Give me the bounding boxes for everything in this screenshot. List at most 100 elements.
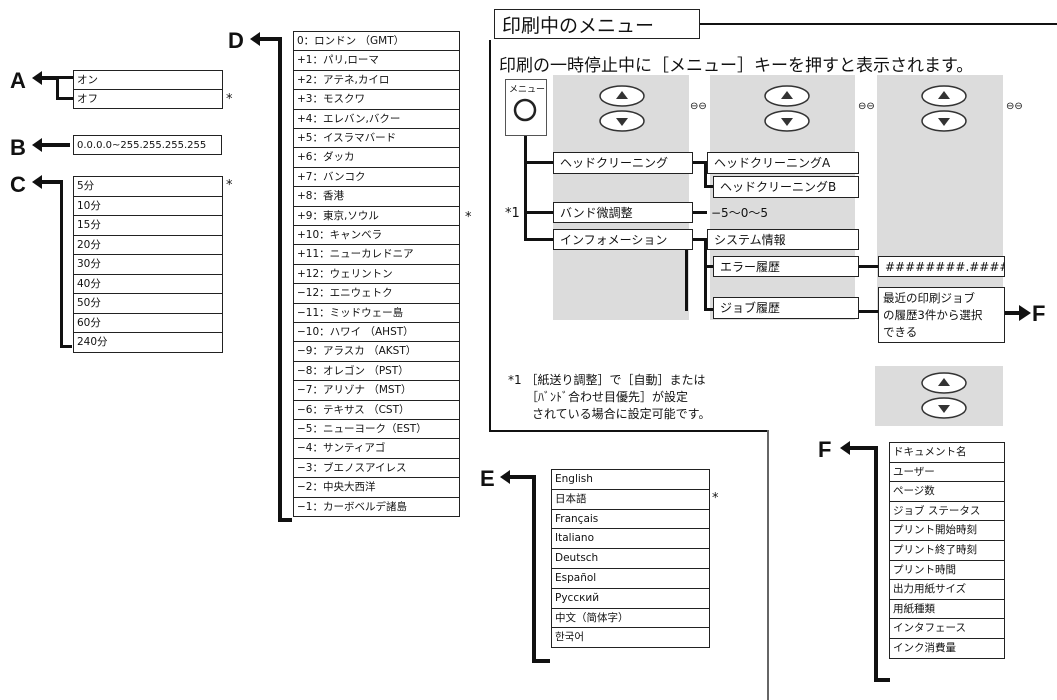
- default-mark-d: *: [465, 210, 472, 225]
- list-f-item[interactable]: インク消費量: [889, 638, 1005, 659]
- error-history-item[interactable]: エラー履歴: [713, 256, 859, 277]
- error-code-box: ########.####: [878, 256, 1005, 277]
- head-cleaning-a-item[interactable]: ヘッドクリーニングA: [707, 152, 859, 174]
- error-code-link: [858, 265, 878, 268]
- arrow-d: [250, 32, 292, 522]
- band-adjust-item[interactable]: バンド微調整: [553, 202, 693, 223]
- band-range: −5〜0〜5: [711, 206, 768, 220]
- up-down-key-f[interactable]: [919, 371, 969, 423]
- list-d-item[interactable]: −11：ミッドウェー島: [293, 302, 460, 323]
- list-e-item[interactable]: Español: [551, 568, 710, 589]
- list-d-item[interactable]: +7：バンコク: [293, 166, 460, 188]
- list-f-item[interactable]: プリント時間: [889, 559, 1005, 581]
- list-f-item[interactable]: ドキュメント名: [889, 442, 1005, 463]
- list-d-item[interactable]: 0：ロンドン （GMT）: [293, 31, 460, 52]
- list-c-item[interactable]: 240分: [73, 332, 223, 353]
- list-d-item[interactable]: +8：香港: [293, 186, 460, 207]
- arrow-to-f: [1005, 305, 1031, 321]
- list-a-item[interactable]: オフ: [73, 89, 223, 109]
- frame-left: [489, 40, 491, 430]
- list-c-item[interactable]: 10分: [73, 195, 223, 216]
- label-e: E: [480, 466, 495, 491]
- list-b-item[interactable]: 0.0.0.0~255.255.255.255: [73, 135, 222, 155]
- list-c-item[interactable]: 60分: [73, 312, 223, 333]
- list-d-item[interactable]: −8：オレゴン （PST）: [293, 360, 460, 382]
- list-d-item[interactable]: −12：エニウェトク: [293, 283, 460, 304]
- print-menu-subtitle: 印刷の一時停止中に［メニュー］キーを押すと表示されます。: [499, 56, 974, 76]
- list-d-item[interactable]: +1：パリ,ローマ: [293, 50, 460, 71]
- list-c-item[interactable]: 40分: [73, 273, 223, 294]
- job-history-item[interactable]: ジョブ履歴: [713, 297, 859, 319]
- list-c-item[interactable]: 20分: [73, 234, 223, 255]
- error-link: [704, 265, 714, 268]
- list-d-item[interactable]: −5：ニューヨーク（EST）: [293, 419, 460, 440]
- up-down-key-2[interactable]: [762, 83, 812, 135]
- list-f-item[interactable]: プリント開始時刻: [889, 520, 1005, 541]
- frame-right-step: [767, 430, 769, 700]
- band-link: [693, 211, 707, 214]
- label-c: C: [10, 172, 26, 197]
- enter-key-icon-1: ⊖⊖: [690, 101, 707, 112]
- list-e-item[interactable]: 한국어: [551, 627, 710, 649]
- list-d-item[interactable]: −7：アリゾナ （MST）: [293, 380, 460, 401]
- list-d-item[interactable]: +6：ダッカ: [293, 147, 460, 168]
- up-down-key-1[interactable]: [597, 83, 647, 135]
- list-d-item[interactable]: −10：ハワイ （AHST）: [293, 322, 460, 343]
- list-f-item[interactable]: 用紙種類: [889, 598, 1005, 620]
- information-item[interactable]: インフォメーション: [553, 229, 693, 250]
- list-d-item[interactable]: −6：テキサス （CST）: [293, 399, 460, 420]
- job-note-box: [878, 287, 1005, 343]
- list-c-item[interactable]: 15分: [73, 215, 223, 236]
- footnote-line-1: *1 ［紙送り調整］で［自動］または: [508, 373, 706, 387]
- list-e-item[interactable]: Deutsch: [551, 548, 710, 569]
- list-d-item[interactable]: +2：アテネ,カイロ: [293, 69, 460, 91]
- tree-branch-info: [524, 238, 554, 241]
- head-cleaning-item[interactable]: ヘッドクリーニング: [553, 152, 693, 174]
- list-e-item[interactable]: English: [551, 469, 710, 490]
- tree-branch-head: [524, 161, 554, 164]
- job-note-line-3: できる: [883, 325, 918, 339]
- list-e-item[interactable]: 日本語: [551, 488, 710, 510]
- list-d-item[interactable]: +10：キャンベラ: [293, 225, 460, 246]
- head-cleaning-b-item[interactable]: ヘッドクリーニングB: [713, 176, 859, 198]
- list-c-item[interactable]: 30分: [73, 254, 223, 275]
- list-d-item[interactable]: +9：東京,ソウル: [293, 205, 460, 226]
- list-f-item[interactable]: 出力用紙サイズ: [889, 579, 1005, 600]
- footnote-mark: *1: [505, 206, 520, 221]
- list-c-item[interactable]: 5分: [73, 176, 223, 197]
- list-e-item[interactable]: Français: [551, 508, 710, 530]
- list-c-item[interactable]: 50分: [73, 293, 223, 314]
- info-sub-vertical: [685, 238, 688, 311]
- list-e-item[interactable]: Русский: [551, 587, 710, 609]
- list-d-item[interactable]: +4：エレバン,バクー: [293, 108, 460, 129]
- list-d-item[interactable]: −4：サンティアゴ: [293, 438, 460, 459]
- tree-branch-band: [524, 211, 554, 214]
- list-d-item[interactable]: −3：ブエノスアイレス: [293, 457, 460, 479]
- list-f-item[interactable]: ユーザー: [889, 461, 1005, 483]
- list-d-item[interactable]: −2：中央大西洋: [293, 477, 460, 498]
- list-a-item[interactable]: オン: [73, 70, 223, 90]
- list-f-item[interactable]: インタフェース: [889, 618, 1005, 639]
- enter-key-icon-3: ⊖⊖: [1006, 101, 1023, 112]
- system-info-item[interactable]: システム情報: [707, 229, 859, 250]
- list-d-item[interactable]: +3：モスクワ: [293, 89, 460, 110]
- list-d-item[interactable]: +5：イスラマバード: [293, 128, 460, 149]
- list-d-item[interactable]: +12：ウェリントン: [293, 263, 460, 285]
- list-f-item[interactable]: ページ数: [889, 481, 1005, 502]
- list-f-item[interactable]: ジョブ ステータス: [889, 500, 1005, 522]
- list-f-item[interactable]: プリント終了時刻: [889, 540, 1005, 561]
- list-d-item[interactable]: +11：ニューカレドニア: [293, 244, 460, 265]
- default-mark-e: *: [712, 491, 719, 506]
- frame-bottom: [489, 430, 767, 432]
- list-e-item[interactable]: 中文（简体字）: [551, 607, 710, 629]
- arrow-c: [32, 175, 72, 348]
- up-down-key-3[interactable]: [919, 83, 969, 135]
- list-d-item[interactable]: −9：アラスカ （AKST）: [293, 341, 460, 362]
- job-note-line-2: の履歴3件から選択: [883, 308, 983, 322]
- footnote-line-2: ［ﾊﾞﾝﾄﾞ合わせ目優先］が設定: [508, 390, 689, 404]
- list-e-item[interactable]: Italiano: [551, 528, 710, 550]
- tree-trunk-main: [524, 136, 527, 240]
- list-d-item[interactable]: −1：カーボベルデ諸島: [293, 496, 460, 517]
- head-sub-vertical: [704, 161, 707, 188]
- footnote-line-3: されている場合に設定可能です。: [508, 407, 711, 421]
